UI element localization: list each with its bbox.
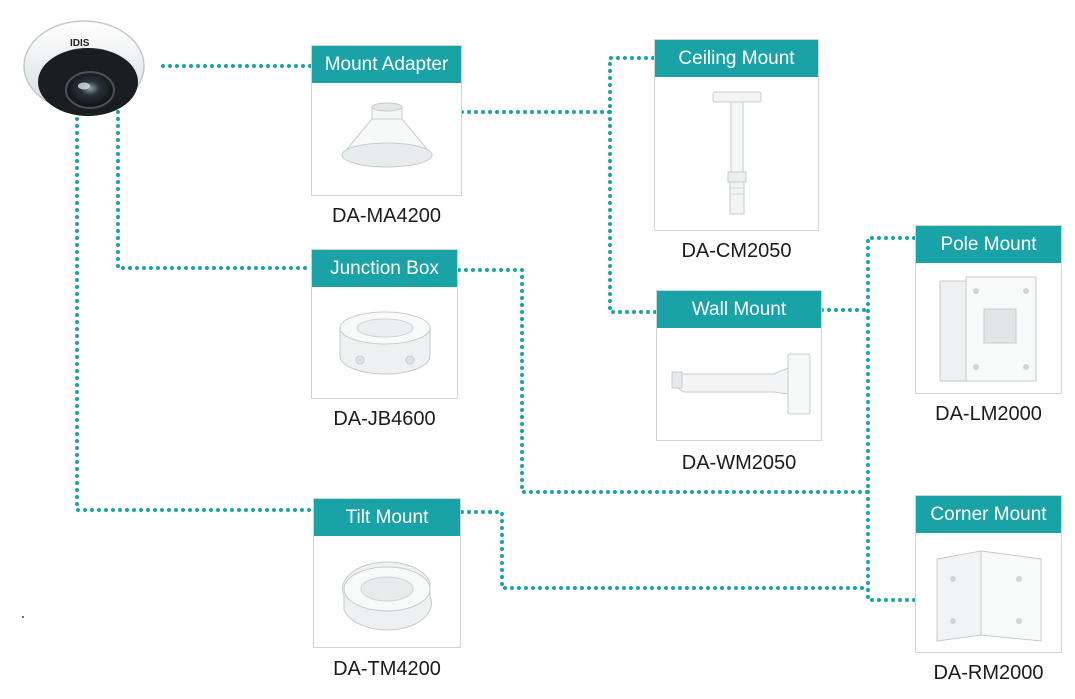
tilt-mount-icon	[341, 561, 433, 630]
mount-adapter-card[interactable]: Mount Adapter	[311, 45, 462, 196]
corner-mount-model: DA-RM2000	[933, 662, 1044, 684]
connector-to-corner-mount	[866, 490, 917, 602]
wall-mount-icon	[671, 353, 811, 415]
pole-mount-model: DA-LM2000	[935, 403, 1042, 425]
connector-camera-tilt-mount	[75, 110, 314, 512]
tilt-mount-card[interactable]: Tilt Mount	[313, 498, 461, 648]
junction-box-title: Junction Box	[312, 250, 457, 287]
ceiling-mount-title: Ceiling Mount	[655, 40, 818, 77]
wall-mount-title: Wall Mount	[657, 291, 821, 328]
mount-adapter-title: Mount Adapter	[312, 46, 461, 83]
mount-adapter-model: DA-MA4200	[332, 205, 441, 227]
connector-tilt-corner	[460, 510, 870, 590]
connector-adapter-ceiling-wall	[460, 56, 658, 314]
ceiling-mount-card[interactable]: Ceiling Mount	[654, 39, 819, 231]
wall-mount-model: DA-WM2050	[681, 452, 797, 474]
corner-mount-title: Corner Mount	[916, 496, 1061, 533]
wall-mount-card[interactable]: Wall Mount	[656, 290, 822, 441]
pole-mount-card[interactable]: Pole Mount	[915, 225, 1062, 394]
camera-brand-logo: IDIS	[70, 38, 90, 49]
stray-dot	[22, 616, 24, 618]
corner-mount-card[interactable]: Corner Mount	[915, 495, 1062, 653]
junction-box-model: DA-JB4600	[333, 408, 436, 430]
tilt-mount-title: Tilt Mount	[314, 499, 460, 536]
mount-adapter-icon	[340, 102, 433, 168]
tilt-mount-model: DA-TM4200	[333, 658, 441, 680]
pole-mount-title: Pole Mount	[916, 226, 1061, 263]
ceiling-mount-model: DA-CM2050	[681, 240, 792, 262]
pole-mount-icon	[939, 276, 1036, 381]
junction-box-card[interactable]: Junction Box	[311, 249, 458, 399]
junction-box-icon	[339, 311, 430, 374]
fisheye-dome-camera-icon: IDIS	[23, 20, 145, 116]
connector-camera-junction-box	[116, 110, 314, 270]
corner-mount-icon	[936, 549, 1041, 642]
ceiling-mount-icon	[712, 91, 761, 214]
